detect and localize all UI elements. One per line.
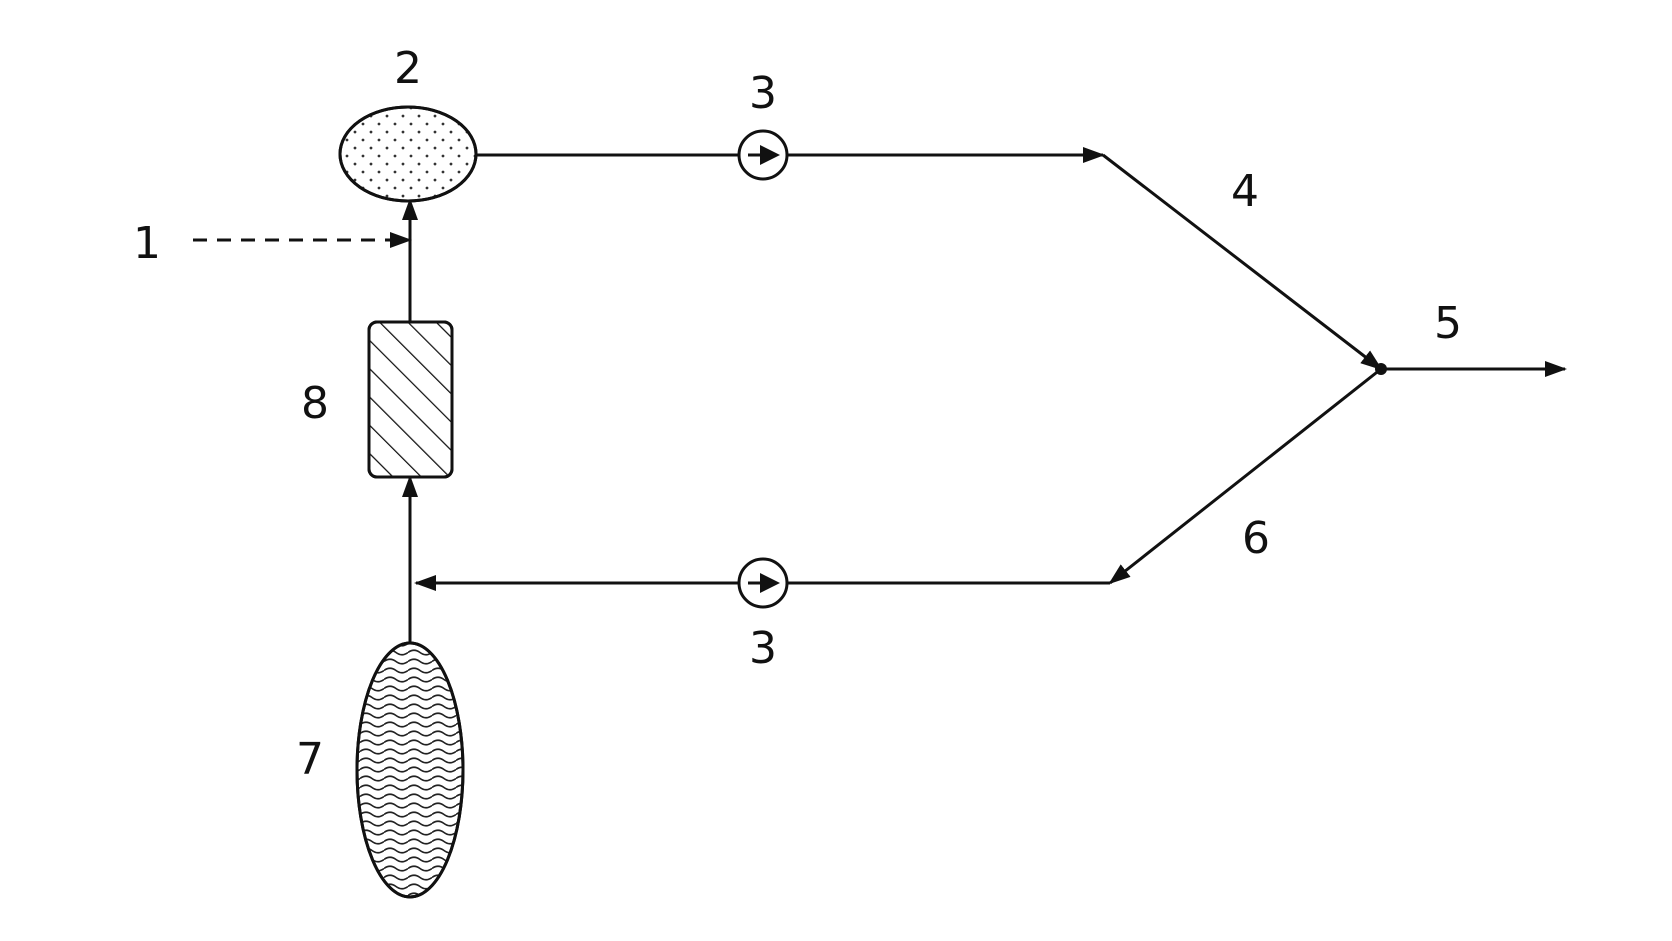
pump-icon	[737, 557, 789, 609]
pump-icon	[737, 129, 789, 181]
label-7: 7	[296, 734, 324, 785]
label-8: 8	[301, 378, 329, 429]
stream-4-line	[1102, 153, 1383, 371]
label-1: 1	[133, 218, 161, 269]
label-5: 5	[1434, 298, 1462, 349]
label-4: 4	[1231, 166, 1259, 217]
label-3-top: 3	[749, 68, 777, 119]
label-6: 6	[1242, 513, 1270, 564]
label-3-bottom: 3	[749, 623, 777, 674]
stream-6-line	[1108, 367, 1382, 585]
label-2: 2	[394, 43, 422, 94]
component-2-ellipse	[338, 105, 478, 203]
component-8-filter	[367, 320, 454, 479]
component-7-reservoir	[355, 641, 465, 899]
